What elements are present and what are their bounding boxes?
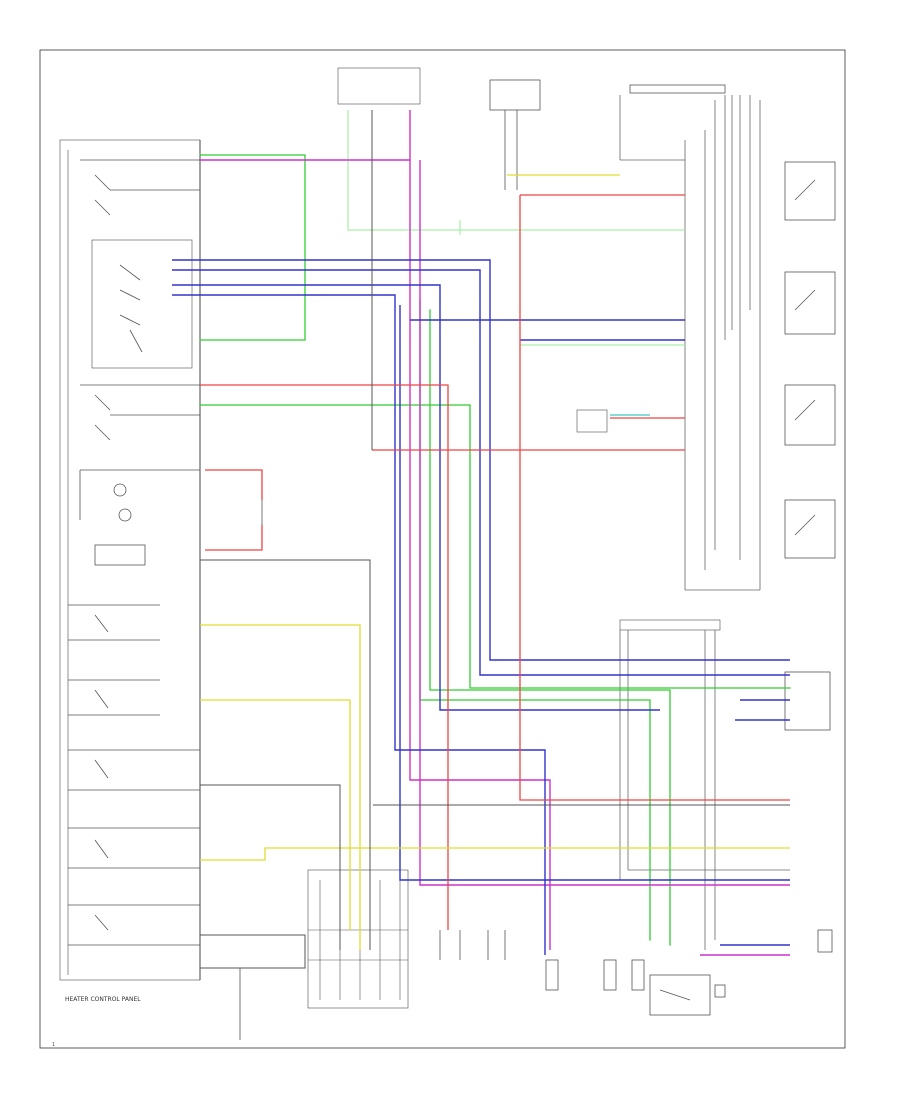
relay-box-lower	[619, 619, 721, 631]
right-relays	[629, 84, 836, 731]
bottom-connector-pins	[308, 880, 408, 1000]
lamps	[79, 469, 200, 566]
top-connector-box	[337, 67, 421, 105]
top-relays	[489, 79, 541, 190]
heater-control-panel-label: HEATER CONTROL PANEL	[65, 996, 141, 1003]
lower-relay-lines	[619, 630, 790, 950]
green-wires	[199, 154, 791, 946]
red-wires	[200, 194, 790, 930]
mode-switch-contacts	[119, 264, 143, 353]
footer-id: 1	[52, 1042, 55, 1048]
yellow-wires	[200, 174, 790, 950]
pale-green-wires	[347, 110, 685, 346]
upper-switches	[80, 159, 200, 441]
magenta-wires	[200, 110, 790, 956]
blue-wires	[172, 259, 790, 955]
center-module-box	[576, 409, 608, 433]
bottom-devices	[439, 929, 833, 1016]
mode-control-switch-box	[91, 239, 193, 369]
right-bus	[619, 95, 761, 591]
heater-control-panel-box	[59, 139, 201, 981]
lower-switch-ladder	[68, 604, 200, 946]
heater-relay-small	[205, 469, 263, 1040]
bottom-connector-box	[307, 869, 409, 1009]
diagram-frame	[39, 49, 846, 1049]
dark-wires	[200, 110, 790, 969]
